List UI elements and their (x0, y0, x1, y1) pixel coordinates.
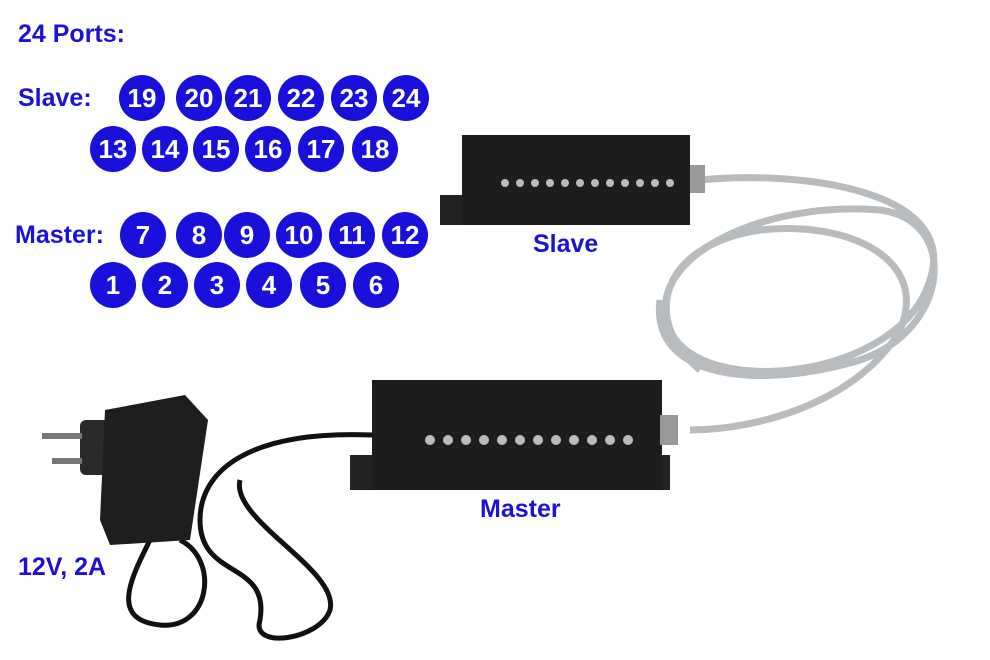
port-badge: 2 (142, 262, 188, 308)
port-badge: 22 (278, 75, 324, 121)
power-caption: 12V, 2A (18, 553, 107, 581)
port-badge: 24 (383, 75, 429, 121)
slave-device-caption: Slave (533, 230, 599, 258)
port-badge: 14 (142, 126, 188, 172)
port-badge: 13 (90, 126, 136, 172)
ethernet-cable (655, 174, 938, 434)
port-badge: 11 (329, 212, 375, 258)
title-24-ports: 24 Ports: (18, 20, 125, 48)
port-badge: 3 (194, 262, 240, 308)
port-badge: 12 (382, 212, 428, 258)
port-badge: 21 (225, 75, 271, 121)
port-badge: 15 (193, 126, 239, 172)
master-device (350, 380, 678, 490)
port-badge: 10 (276, 212, 322, 258)
port-badge: 4 (246, 262, 292, 308)
port-badge: 8 (176, 212, 222, 258)
port-badge: 23 (331, 75, 377, 121)
port-badge: 1 (90, 262, 136, 308)
port-badge: 20 (176, 75, 222, 121)
master-device-caption: Master (480, 495, 561, 523)
port-badge: 6 (353, 262, 399, 308)
port-badge: 18 (352, 126, 398, 172)
port-badge: 16 (245, 126, 291, 172)
master-label: Master: (15, 221, 104, 249)
port-badge: 17 (298, 126, 344, 172)
slave-label: Slave: (18, 84, 92, 112)
power-adapter (42, 395, 373, 641)
slave-device (440, 135, 705, 225)
port-badge: 5 (300, 262, 346, 308)
port-badge: 19 (119, 75, 165, 121)
port-badge: 7 (120, 212, 166, 258)
port-badge: 9 (224, 212, 270, 258)
